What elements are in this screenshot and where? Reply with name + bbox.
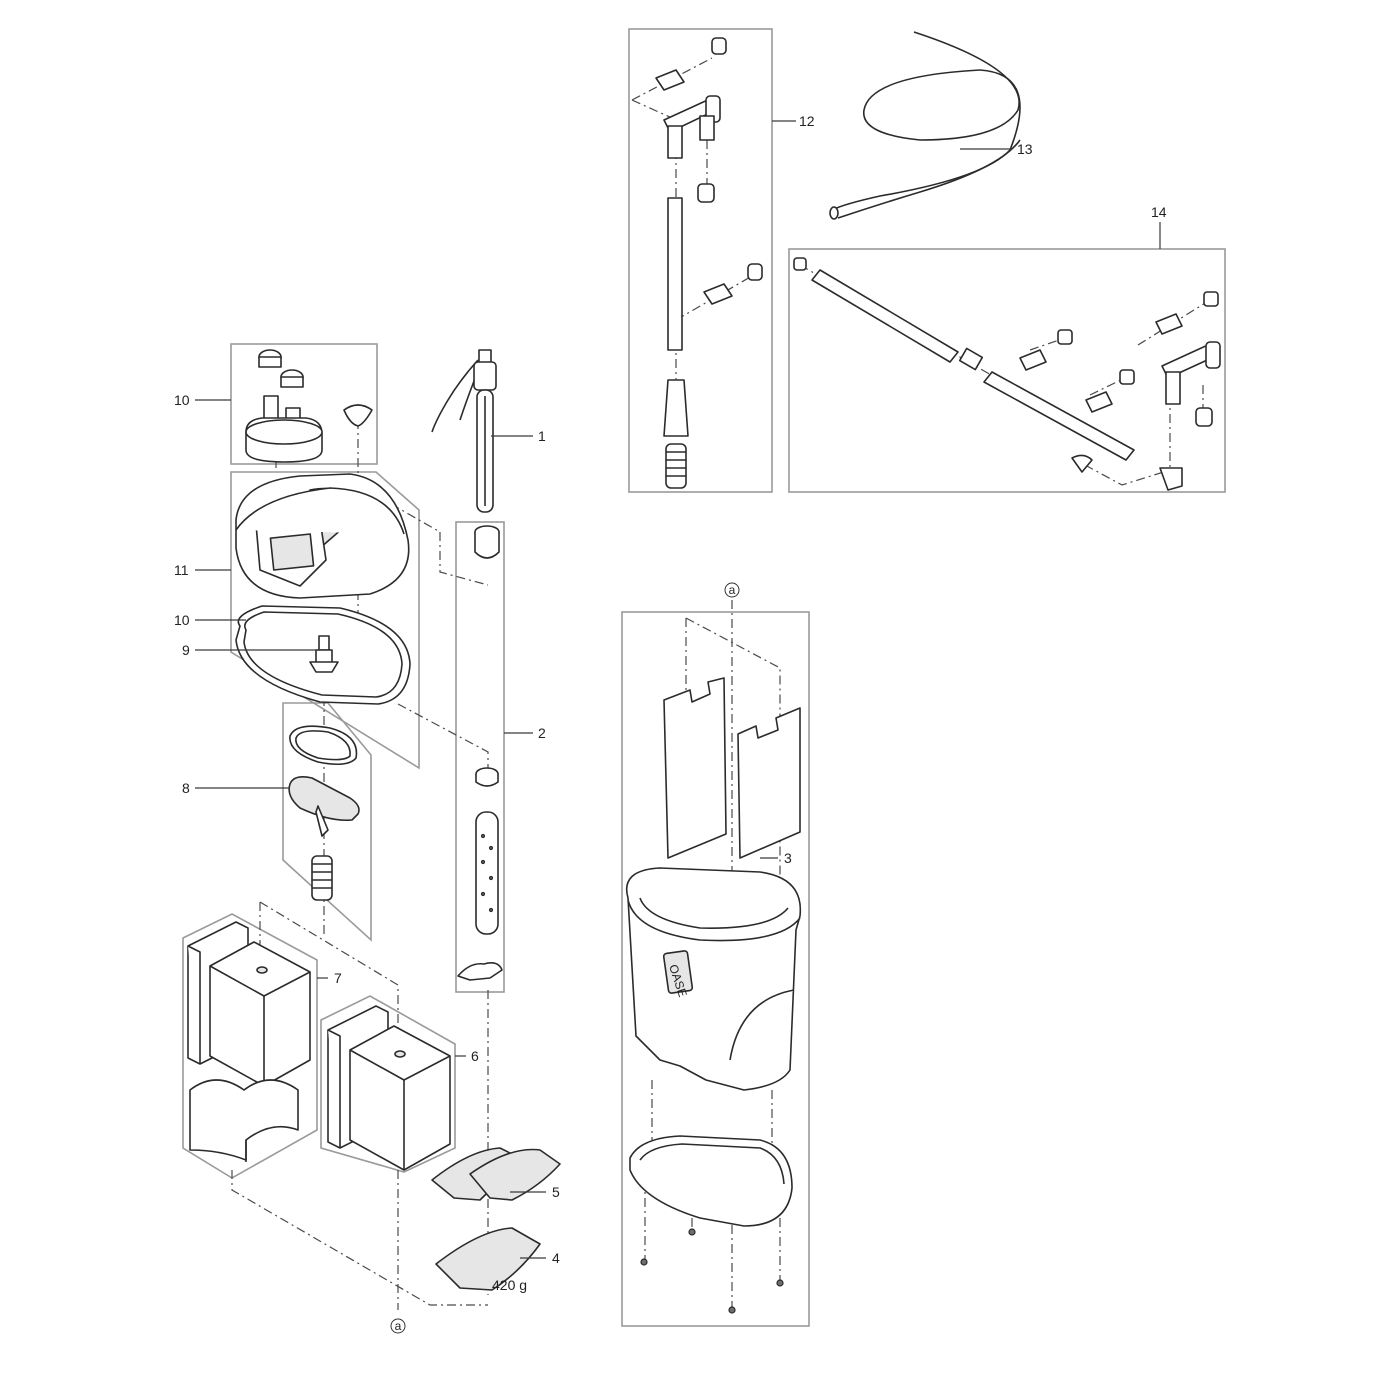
svg-text:a: a bbox=[729, 583, 736, 597]
part-14-spray-bar-set bbox=[793, 257, 1221, 491]
callout-9-impeller-shaft: 9 bbox=[182, 642, 190, 658]
assembly-line bbox=[685, 617, 781, 970]
callout-3-baskets: 3 bbox=[784, 850, 792, 866]
callout-1-heater: 1 bbox=[538, 428, 546, 444]
part-3-media-baskets bbox=[663, 677, 801, 859]
part-12-intake-set bbox=[655, 37, 763, 489]
callout-7-sponges: 7 bbox=[334, 970, 342, 986]
frame-canister bbox=[621, 611, 810, 1327]
callout-6-sponge: 6 bbox=[471, 1048, 479, 1064]
assembly-line bbox=[1089, 377, 1126, 396]
part-7-filter-sponges bbox=[187, 921, 311, 1162]
weight-label: 420 g bbox=[492, 1277, 527, 1293]
part-11-pump-head bbox=[235, 473, 410, 599]
callout-14-spray-bar: 14 bbox=[1151, 204, 1167, 220]
part-2-heater-tube-set bbox=[457, 525, 503, 981]
frame-8-impeller bbox=[282, 702, 372, 942]
part-1-heater bbox=[431, 349, 497, 513]
assembly-line bbox=[631, 99, 673, 119]
assembly-line bbox=[231, 1170, 488, 1306]
callout-8-impeller-cover: 8 bbox=[182, 780, 190, 796]
part-5-filter-media-bags bbox=[431, 1147, 561, 1201]
callout-10-gasket: 10 bbox=[174, 612, 190, 628]
frame-6-filter-sponge bbox=[320, 995, 456, 1173]
frame-2-heater-tube bbox=[455, 521, 505, 993]
frame-10-lid-connectors bbox=[230, 343, 378, 465]
callout-10-lid-connectors: 10 bbox=[174, 392, 190, 408]
connector-marker-a-bottom: a bbox=[390, 1318, 406, 1334]
connector-marker-a-top: a bbox=[724, 582, 740, 598]
callout-11-pump-head: 11 bbox=[174, 562, 189, 578]
callout-2-tube-set: 2 bbox=[538, 725, 546, 741]
callout-13-hose: 13 bbox=[1017, 141, 1033, 157]
assembly-line bbox=[1029, 337, 1066, 351]
part-4-filter-media-bag bbox=[435, 1227, 541, 1291]
part-6-filter-sponge bbox=[327, 1005, 451, 1171]
frame-11-pump-head bbox=[230, 471, 420, 770]
svg-text:a: a bbox=[395, 1319, 402, 1333]
frame-14-spray-bar-set bbox=[788, 248, 1226, 493]
part-13-hose bbox=[829, 31, 1021, 220]
callout-5-media-bags: 5 bbox=[552, 1184, 560, 1200]
callout-12-intake-set: 12 bbox=[799, 113, 815, 129]
frame-12-inlet-set bbox=[628, 28, 773, 493]
assembly-line bbox=[357, 484, 441, 533]
assembly-line bbox=[1084, 464, 1171, 486]
part-10-lid-connectors bbox=[245, 349, 373, 463]
part-9-impeller-shaft bbox=[309, 635, 339, 673]
assembly-line bbox=[397, 703, 489, 770]
assembly-line bbox=[439, 532, 489, 586]
canister-base bbox=[629, 1135, 793, 1314]
frame-7-filter-sponges bbox=[182, 913, 318, 1179]
callout-4-media-bag: 4 bbox=[552, 1250, 560, 1266]
part-8-impeller-cover bbox=[288, 725, 360, 901]
canister-housing: OASE bbox=[625, 867, 802, 1091]
